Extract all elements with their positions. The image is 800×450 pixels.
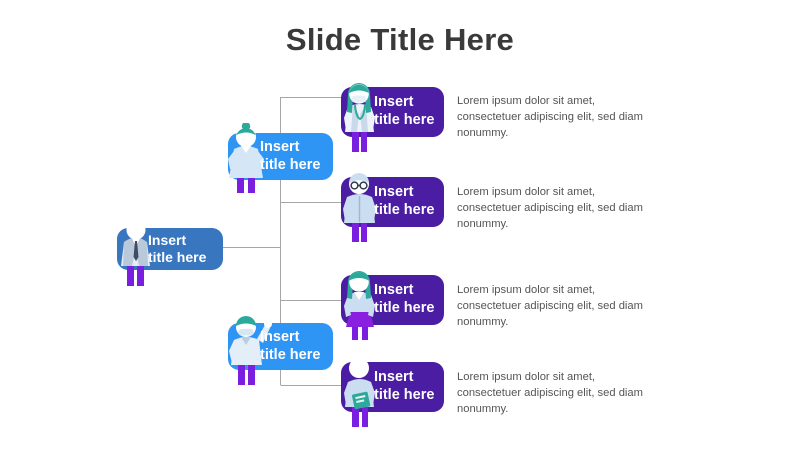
node-level2-0[interactable]: Insert title here (228, 123, 333, 193)
node-level3-3[interactable]: Insert title here (341, 358, 444, 427)
node-level2-1-label: Insert title here (260, 328, 321, 363)
node-level3-2-label: Insert title here (374, 282, 435, 316)
node-level3-0[interactable]: Insert title here (341, 83, 444, 152)
node-root[interactable]: Insert title here (117, 220, 223, 286)
node-level3-1[interactable]: Insert title here (341, 173, 444, 242)
body-text-2: Lorem ipsum dolor sit amet, consectetuer… (457, 284, 643, 329)
body-text-3: Lorem ipsum dolor sit amet, consectetuer… (457, 371, 643, 416)
node-root-label: Insert title here (148, 231, 207, 265)
body-text-0: Lorem ipsum dolor sit amet, consectetuer… (457, 95, 643, 140)
page-title: Slide Title Here (285, 22, 515, 57)
node-level3-1-label: Insert title here (374, 184, 435, 218)
node-level3-0-label: Insert title here (374, 94, 435, 128)
node-level2-1[interactable]: Insert title here (228, 316, 333, 385)
node-level3-2[interactable]: Insert title here (341, 271, 444, 340)
node-level3-3-label: Insert title here (374, 369, 435, 403)
body-text-1: Lorem ipsum dolor sit amet, consectetuer… (457, 186, 643, 231)
node-level2-0-label: Insert title here (260, 138, 321, 173)
